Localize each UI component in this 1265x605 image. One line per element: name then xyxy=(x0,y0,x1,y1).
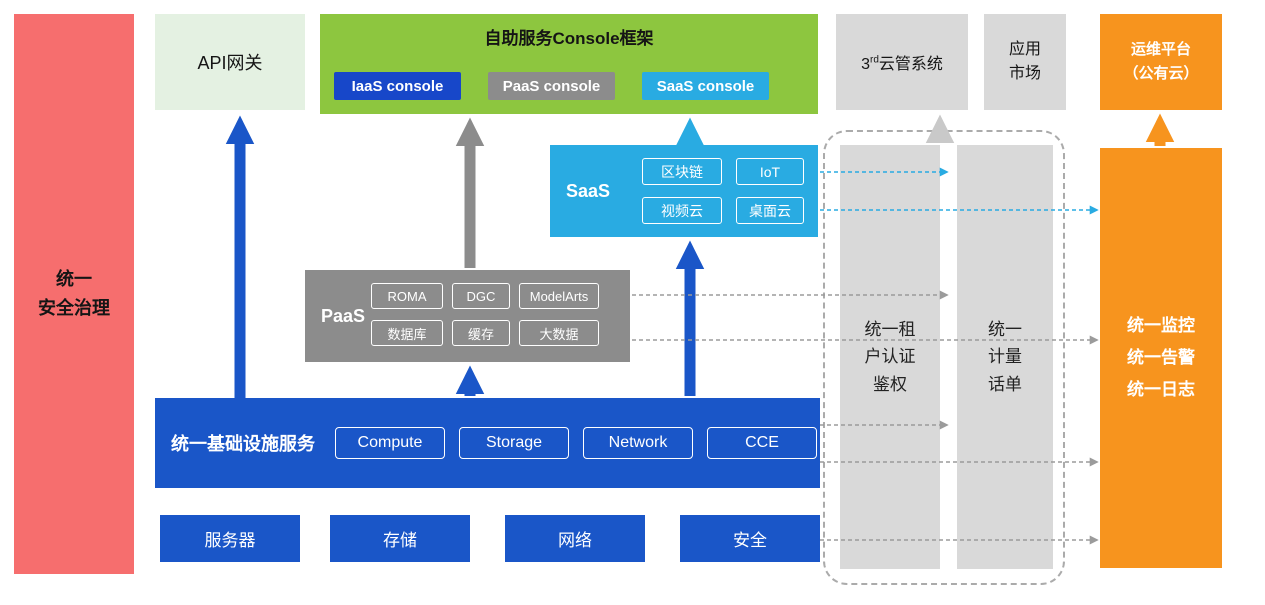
resource-box-server: 服务器 xyxy=(160,515,300,562)
saas-service-blockchain: 区块链 xyxy=(642,158,722,185)
ops-platform-box: 运维平台 （公有云） xyxy=(1100,14,1222,110)
console-framework-box: 自助服务Console框架 IaaS console PaaS console … xyxy=(320,14,818,114)
paas-console-chip: PaaS console xyxy=(488,72,615,100)
resource-box-network: 网络 xyxy=(505,515,645,562)
saas-service-iot: IoT xyxy=(736,158,804,185)
paas-services: ROMA DGC ModelArts 数据库 缓存 大数据 xyxy=(371,283,599,346)
infrastructure-services: Compute Storage Network CCE xyxy=(335,427,817,459)
tenant-auth-bar: 统一租 户认证 鉴权 xyxy=(840,145,940,569)
app-market-box: 应用 市场 xyxy=(984,14,1066,110)
saas-services: 区块链 IoT 视频云 桌面云 xyxy=(642,158,804,224)
console-chip-row: IaaS console PaaS console SaaS console xyxy=(334,72,769,100)
paas-service-cache: 缓存 xyxy=(452,320,510,346)
iaas-console-chip: IaaS console xyxy=(334,72,461,100)
paas-service-bigdata: 大数据 xyxy=(519,320,599,346)
console-framework-title: 自助服务Console框架 xyxy=(484,29,654,48)
saas-service-video-cloud: 视频云 xyxy=(642,197,722,224)
monitoring-alarm-log-bar: 统一监控 统一告警 统一日志 xyxy=(1100,148,1222,568)
api-gateway-box: API网关 xyxy=(155,14,305,110)
resource-box-storage: 存储 xyxy=(330,515,470,562)
saas-layer-box: SaaS 区块链 IoT 视频云 桌面云 xyxy=(550,145,818,237)
security-governance-bar: 统一 安全治理 xyxy=(14,14,134,574)
paas-service-dgc: DGC xyxy=(452,283,510,309)
infra-service-storage: Storage xyxy=(459,427,569,459)
infra-service-cce: CCE xyxy=(707,427,817,459)
saas-service-desktop-cloud: 桌面云 xyxy=(736,197,804,224)
paas-layer-label: PaaS xyxy=(321,305,366,326)
paas-service-roma: ROMA xyxy=(371,283,443,309)
saas-console-chip: SaaS console xyxy=(642,72,769,100)
resource-box-security: 安全 xyxy=(680,515,820,562)
infrastructure-layer-box: 统一基础设施服务 Compute Storage Network CCE xyxy=(155,398,820,488)
third-party-cloud-label: 3rd云管系统 xyxy=(861,54,943,73)
metering-billing-bar: 统一 计量 话单 xyxy=(957,145,1053,569)
third-party-superscript: rd xyxy=(869,54,879,66)
infra-service-compute: Compute xyxy=(335,427,445,459)
paas-layer-box: PaaS ROMA DGC ModelArts 数据库 缓存 大数据 xyxy=(305,270,630,362)
paas-service-modelarts: ModelArts xyxy=(519,283,599,309)
third-party-cloud-box: 3rd云管系统 xyxy=(836,14,968,110)
infra-service-network: Network xyxy=(583,427,693,459)
saas-layer-label: SaaS xyxy=(566,180,611,201)
infrastructure-label: 统一基础设施服务 xyxy=(171,434,315,454)
paas-service-database: 数据库 xyxy=(371,320,443,346)
